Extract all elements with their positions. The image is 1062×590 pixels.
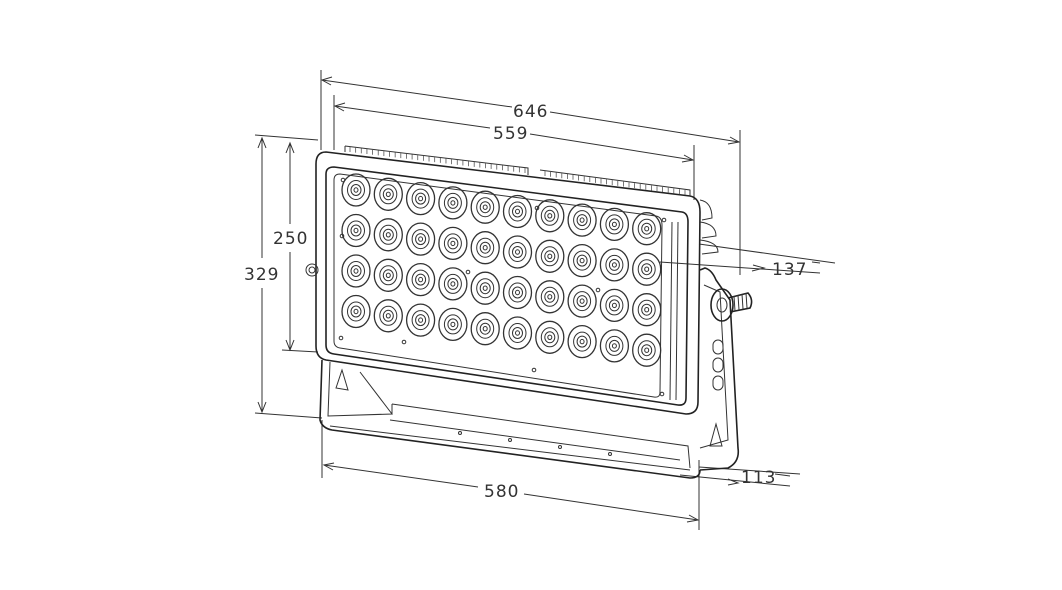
led-lens xyxy=(535,280,565,314)
led-lens xyxy=(599,207,630,242)
led-lens xyxy=(341,213,371,248)
led-lens xyxy=(438,226,468,261)
led-lens xyxy=(502,235,533,269)
led-lens xyxy=(567,243,597,278)
led-lens xyxy=(438,186,468,220)
led-lens xyxy=(632,212,662,246)
led-lens xyxy=(535,239,565,273)
led-lens xyxy=(599,329,630,363)
led-lens xyxy=(632,252,662,286)
dim-label-depth-top: 137 xyxy=(772,260,807,280)
led-lens xyxy=(599,288,630,323)
led-lens xyxy=(535,199,565,233)
led-lens xyxy=(405,181,436,216)
led-lens xyxy=(599,248,630,282)
led-lens xyxy=(502,316,533,350)
led-lens-grid xyxy=(341,173,662,367)
led-lens xyxy=(373,258,403,292)
cooling-fins xyxy=(349,147,686,195)
dim-label-depth-base: 113 xyxy=(741,468,776,488)
led-lens xyxy=(405,303,436,337)
luminaire-housing xyxy=(305,145,719,415)
led-lens xyxy=(373,218,403,252)
tilt-adjust-knob xyxy=(710,288,753,322)
led-lens xyxy=(502,194,533,229)
led-lens xyxy=(632,293,662,327)
led-lens xyxy=(341,254,371,288)
dim-label-overall-width: 646 xyxy=(513,102,548,122)
led-lens xyxy=(567,324,597,359)
led-lens xyxy=(341,294,371,329)
dim-label-base-width: 580 xyxy=(484,482,519,502)
led-lens xyxy=(470,190,500,224)
led-lens xyxy=(502,275,533,310)
led-lens xyxy=(632,333,662,367)
led-lens xyxy=(535,320,565,354)
led-lens xyxy=(567,203,597,237)
led-lens xyxy=(405,222,436,256)
led-lens xyxy=(470,231,500,265)
led-lens xyxy=(405,262,436,297)
dim-label-overall-height: 329 xyxy=(244,265,279,285)
mounting-bracket xyxy=(319,267,740,479)
dim-label-frame-width: 559 xyxy=(493,124,528,144)
dim-label-frame-height: 250 xyxy=(273,229,308,249)
led-lens xyxy=(470,271,500,305)
led-lens xyxy=(373,177,403,211)
led-lens xyxy=(438,307,468,342)
led-lens xyxy=(373,299,403,333)
led-lens xyxy=(341,173,371,207)
led-lens xyxy=(438,267,468,301)
led-lens xyxy=(567,284,597,318)
dimension-lines xyxy=(254,70,836,530)
led-lens xyxy=(470,312,500,346)
